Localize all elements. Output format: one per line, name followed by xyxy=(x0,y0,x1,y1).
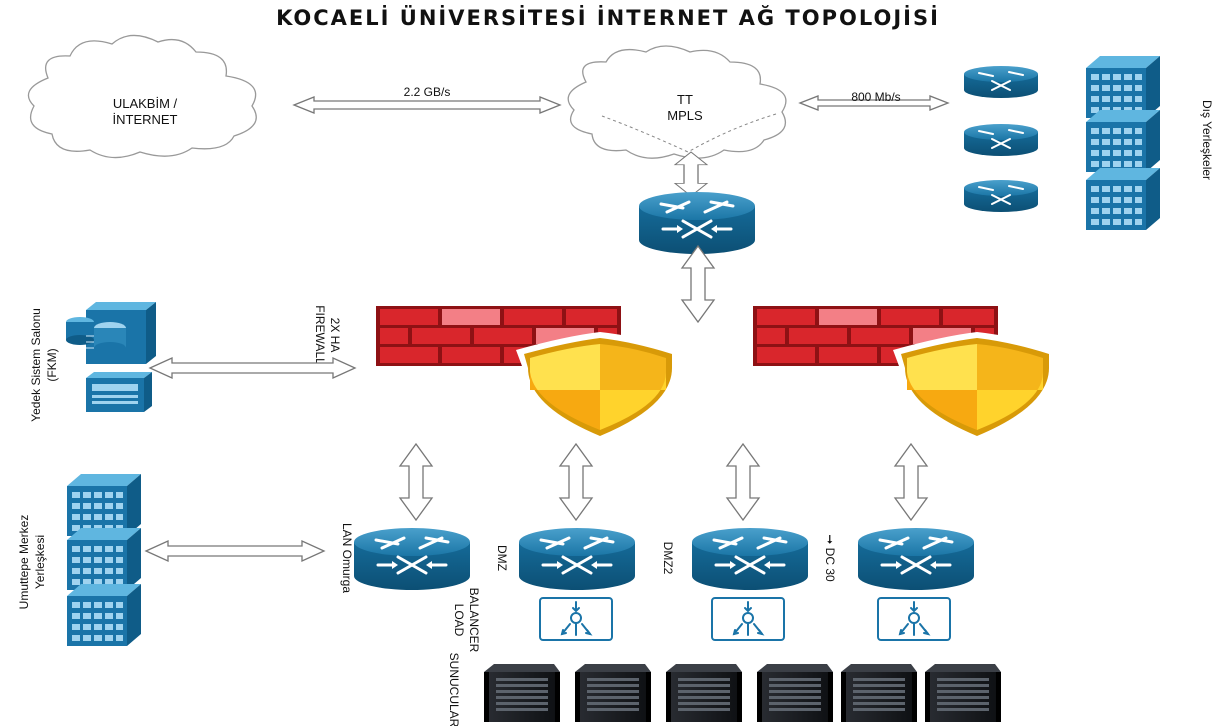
ulakbim-label-2: İNTERNET xyxy=(113,112,178,127)
umuttepe-label-2: Yerleşkesi xyxy=(33,535,47,589)
server-icon xyxy=(575,664,651,722)
dis-yerleskeler-label: Dış Yerleşkeler xyxy=(1200,100,1214,180)
server-icon xyxy=(666,664,742,722)
mpls-label: MPLS xyxy=(667,108,703,123)
dmz-label: DMZ xyxy=(495,545,509,571)
page-title: KOCAELİ ÜNİVERSİTESİ İNTERNET AĞ TOPOLOJ… xyxy=(276,6,940,30)
core-uplink-arrow xyxy=(674,151,708,197)
server-icon xyxy=(757,664,833,722)
load-balancer-icon xyxy=(877,597,951,641)
core-router-icon xyxy=(637,190,757,256)
tt-mpls-cloud: TT MPLS xyxy=(567,45,787,159)
firewall-right-icon xyxy=(753,306,1055,442)
internet-link-arrow: 2.2 GB/s xyxy=(292,85,562,114)
tt-label: TT xyxy=(677,92,693,107)
router-icon xyxy=(963,123,1039,157)
router-icon xyxy=(963,65,1039,99)
firewall-left-icon xyxy=(376,306,678,442)
building-icon xyxy=(1086,110,1160,172)
building-icon xyxy=(1086,56,1160,118)
backup-storage-icon xyxy=(66,302,156,364)
core-downlink-arrow xyxy=(681,245,715,323)
umuttepe-label-1: Umuttepe Merkez xyxy=(17,515,31,610)
dmz2-label: DMZ2 xyxy=(661,542,675,575)
ulakbim-label-1: ULAKBİM / xyxy=(113,96,178,111)
internet-speed-label: 2.2 GB/s xyxy=(404,85,451,99)
dmz-arrow xyxy=(559,443,593,521)
dmz-router-icon xyxy=(517,526,637,592)
load-balancer-label-1: LOAD xyxy=(452,604,466,637)
lan-router-icon xyxy=(352,526,472,592)
umuttepe-buildings xyxy=(67,474,141,646)
firewall-label-1: FIREWALL xyxy=(313,305,327,365)
dc30-label: ➞ DC 30 xyxy=(823,534,837,582)
building-icon xyxy=(67,474,141,536)
load-balancer-icon xyxy=(539,597,613,641)
dc30-router-icon xyxy=(856,526,976,592)
dmz2-arrow xyxy=(726,443,760,521)
umuttepe-link-arrow xyxy=(144,539,326,563)
firewall-label-2: 2X HA xyxy=(328,318,342,353)
server-icon xyxy=(925,664,1001,722)
building-icon xyxy=(67,584,141,646)
building-icon xyxy=(67,528,141,590)
dmz2-router-icon xyxy=(690,526,810,592)
server-icon xyxy=(484,664,560,722)
backup-link-arrow xyxy=(148,356,357,380)
lan-arrow xyxy=(399,443,433,521)
ulakbim-cloud: ULAKBİM / İNTERNET xyxy=(27,34,257,159)
load-balancer-icon xyxy=(711,597,785,641)
building-icon xyxy=(1086,168,1160,230)
lan-label: LAN Omurga xyxy=(340,523,354,593)
external-link-arrow: 800 Mb/s xyxy=(798,90,950,111)
backup-server-icon xyxy=(86,372,152,412)
router-icon xyxy=(963,179,1039,213)
server-icon xyxy=(841,664,917,722)
external-campus-routers xyxy=(963,65,1039,213)
external-campus-buildings xyxy=(1086,56,1160,230)
yedek-label-1: Yedek Sistem Salonu xyxy=(29,308,43,422)
yedek-label-2: (FKM) xyxy=(45,348,59,381)
load-balancer-label-2: BALANCER xyxy=(467,588,481,653)
external-speed-label: 800 Mb/s xyxy=(851,90,900,104)
dc30-arrow xyxy=(894,443,928,521)
sunucular-label: SUNUCULAR xyxy=(447,653,461,726)
